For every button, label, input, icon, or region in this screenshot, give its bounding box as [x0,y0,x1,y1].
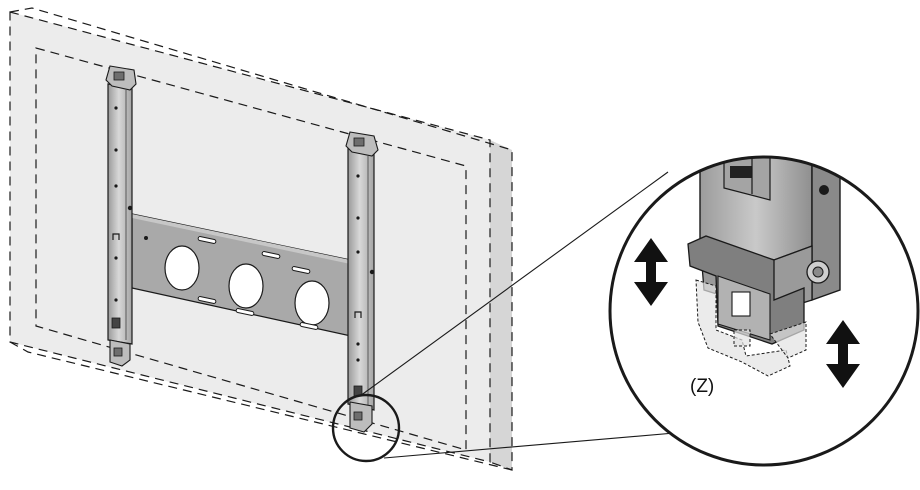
callout-label: (Z) [690,376,714,397]
plate-hole-middle [228,263,264,309]
left-vertical-bracket [105,65,137,367]
plate-hole-left [164,245,200,291]
vertical-double-arrow-right [826,320,860,388]
callout-connector-lines [359,171,687,459]
plate-hole-right [294,280,330,326]
right-vertical-bracket [345,131,379,433]
display-panel-outline [9,7,513,471]
vertical-double-arrow-left [634,238,668,306]
mounting-plate [131,213,361,339]
magnified-detail-view: (Z) [608,155,920,467]
detail-highlight-circle [331,393,401,463]
